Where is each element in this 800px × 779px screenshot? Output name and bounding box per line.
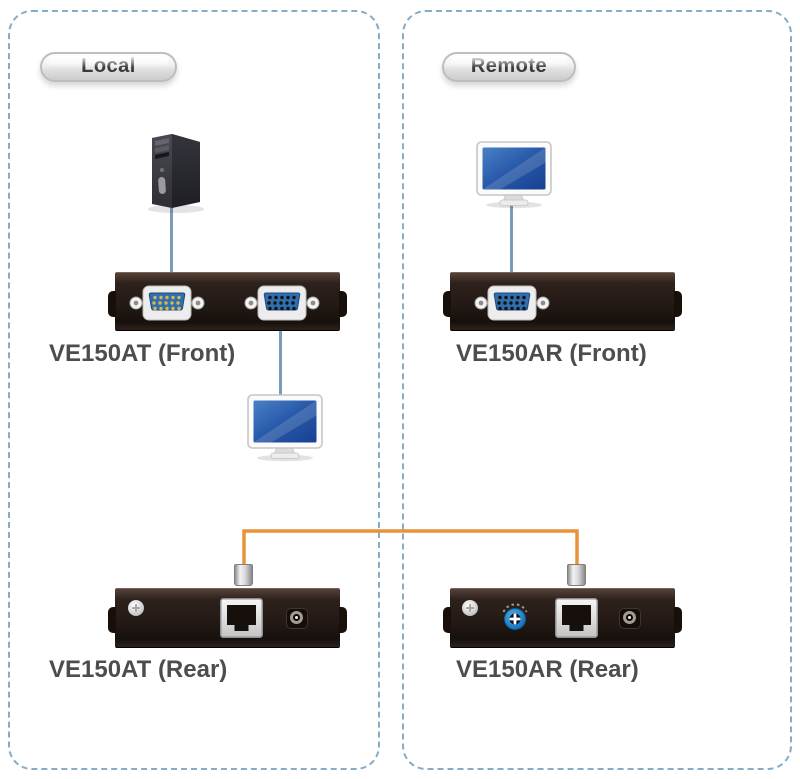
remote-badge-label: Remote <box>470 55 548 77</box>
cat5-connector-icon <box>234 564 253 586</box>
grounding-screw-icon <box>462 600 478 616</box>
local-badge: Local <box>40 52 177 82</box>
computer-tower-icon <box>148 134 204 213</box>
vga-port-female-icon <box>244 285 320 321</box>
cat5-cable <box>242 529 579 570</box>
grounding-screw-icon <box>128 600 144 616</box>
ve150ar-rear-label: VE150AR (Rear) <box>456 656 639 683</box>
ve150at-front-label: VE150AT (Front) <box>49 340 236 367</box>
ve150ar-front-unit <box>443 272 682 331</box>
gain-adjust-knob-icon <box>502 603 528 630</box>
vga-cable-ve150at-to-monitor <box>279 331 282 397</box>
local-panel <box>8 10 380 770</box>
power-jack-pin <box>295 616 298 619</box>
vga-port-female-icon <box>474 285 550 321</box>
vga-cable-monitor-to-ve150ar <box>510 204 513 273</box>
vga-port-male-icon <box>129 285 205 321</box>
power-jack-icon <box>286 608 308 629</box>
monitor-icon <box>247 394 323 462</box>
rj45-port-icon <box>220 598 263 638</box>
ve150ar-rear-unit <box>443 588 682 648</box>
ve150at-rear-unit <box>108 588 347 648</box>
ve150ar-front-label: VE150AR (Front) <box>456 340 647 367</box>
power-jack-pin <box>628 616 631 619</box>
monitor-icon <box>476 141 552 209</box>
remote-badge: Remote <box>442 52 576 82</box>
remote-panel <box>402 10 792 770</box>
cat5-connector-icon <box>567 564 586 586</box>
ve150at-front-unit <box>108 272 347 331</box>
local-badge-label: Local <box>81 55 136 77</box>
power-jack-icon <box>619 608 641 629</box>
vga-cable-pc-to-ve150at <box>170 205 173 273</box>
ve150at-rear-label: VE150AT (Rear) <box>49 656 228 683</box>
rj45-port-icon <box>555 598 598 638</box>
